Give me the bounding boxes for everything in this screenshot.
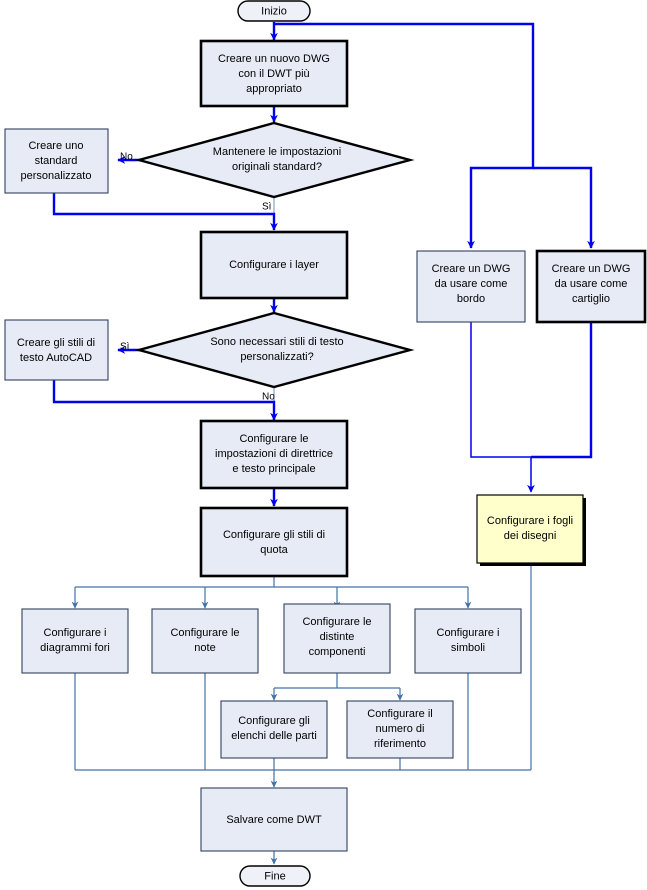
node-text-styles-decision[interactable]: Sono necessari stili di testo personaliz… bbox=[134, 311, 415, 389]
dimension-styles-label-line-2: quota bbox=[260, 544, 288, 556]
border-dwg-label-line-1: Creare un DWG bbox=[432, 263, 511, 275]
leader-settings-label-line-2: impostazioni di direttrice bbox=[215, 448, 333, 460]
notes-label-line-2: note bbox=[194, 642, 215, 654]
configure-layers-shape bbox=[199, 230, 349, 300]
keep-standard-label-line-1: Mantenere le impostazioni bbox=[213, 146, 341, 158]
text-styles-label-line-2: personalizzati? bbox=[240, 351, 313, 363]
title-block-dwg-shape bbox=[535, 249, 647, 324]
node-bom[interactable]: Configurare le distinte componenti bbox=[283, 603, 391, 674]
node-configure-layers[interactable]: Configurare i layer bbox=[199, 230, 349, 300]
save-dwt-shape bbox=[200, 787, 348, 852]
bom-label-line-2: distinte bbox=[320, 631, 355, 643]
bom-label-line-1: Configurare le bbox=[302, 616, 371, 628]
start-label: Inizio bbox=[261, 5, 287, 17]
title-block-dwg-label-line-1: Creare un DWG bbox=[552, 263, 631, 275]
node-title-block-dwg[interactable]: Creare un DWG da usare come cartiglio bbox=[535, 249, 647, 324]
autocad-text-styles-label-line-2: testo AutoCAD bbox=[20, 352, 92, 364]
balloon-label-line-2: numero di bbox=[376, 723, 425, 735]
balloon-shape bbox=[346, 700, 454, 759]
bom-shape bbox=[283, 603, 391, 674]
configure-sheets-label-line-2: dei disegni bbox=[504, 530, 557, 542]
node-custom-standard[interactable]: Creare uno standard personalizzato bbox=[4, 128, 109, 194]
custom-standard-label-line-1: Creare uno bbox=[28, 140, 83, 152]
bom-label-line-3: componenti bbox=[309, 646, 366, 658]
node-hole-charts[interactable]: Configurare i diagrammi fori bbox=[21, 608, 129, 674]
start-shape bbox=[237, 0, 311, 22]
border-dwg-label-line-3: bordo bbox=[457, 293, 485, 305]
configure-layers-label: Configurare i layer bbox=[229, 259, 319, 271]
leader-settings-shape bbox=[199, 419, 349, 490]
keep-standard-shape bbox=[134, 121, 415, 199]
notes-shape bbox=[151, 608, 259, 674]
new-dwg-label-line-1: Creare un nuovo DWG bbox=[218, 53, 330, 65]
node-parts-lists[interactable]: Configurare gli elenchi delle parti bbox=[220, 700, 328, 759]
edge-label-text-styles-yes: Sì bbox=[120, 342, 130, 353]
hole-charts-shape bbox=[21, 608, 129, 674]
keep-standard-label-line-2: originali standard? bbox=[232, 161, 322, 173]
node-dimension-styles[interactable]: Configurare gli stili di quota bbox=[199, 506, 349, 578]
node-symbols[interactable]: Configurare i simboli bbox=[414, 608, 522, 674]
custom-standard-label-line-2: standard bbox=[35, 155, 78, 167]
balloon-label-line-3: riferimento bbox=[374, 738, 426, 750]
configure-sheets-label-line-1: Configurare i fogli bbox=[487, 515, 573, 527]
border-dwg-shape bbox=[416, 250, 526, 323]
autocad-text-styles-shape bbox=[4, 319, 109, 381]
parts-lists-label-line-2: elenchi delle parti bbox=[231, 730, 317, 742]
symbols-shape bbox=[414, 608, 522, 674]
node-new-dwg[interactable]: Creare un nuovo DWG con il DWT più appro… bbox=[199, 39, 349, 108]
text-styles-shape bbox=[134, 311, 415, 389]
node-save-dwt[interactable]: Salvare come DWT bbox=[200, 787, 348, 852]
hole-charts-label-line-2: diagrammi fori bbox=[40, 642, 110, 654]
autocad-text-styles-label-line-1: Creare gli stili di bbox=[17, 337, 95, 349]
custom-standard-shape bbox=[4, 128, 109, 194]
balloon-label-line-1: Configurare il bbox=[367, 708, 432, 720]
leader-settings-label-line-3: e testo principale bbox=[232, 463, 315, 475]
dimension-styles-shape bbox=[199, 506, 349, 578]
notes-label-line-1: Configurare le bbox=[170, 627, 239, 639]
node-configure-sheets[interactable]: Configurare i fogli dei disegni bbox=[476, 494, 586, 566]
leader-settings-label-line-1: Configurare le bbox=[239, 433, 308, 445]
dimension-styles-label-line-1: Configurare gli stili di bbox=[223, 529, 325, 541]
edge-label-keep-std-yes: Sì bbox=[262, 202, 272, 213]
node-end[interactable]: Fine bbox=[239, 865, 311, 887]
title-block-dwg-label-line-2: da usare come bbox=[555, 278, 628, 290]
node-start[interactable]: Inizio bbox=[237, 0, 311, 22]
new-dwg-label-line-2: con il DWT più bbox=[238, 68, 309, 80]
node-keep-standard-decision[interactable]: Mantenere le impostazioni originali stan… bbox=[134, 121, 415, 199]
border-dwg-label-line-2: da usare come bbox=[435, 278, 508, 290]
parts-lists-shape bbox=[220, 700, 328, 759]
symbols-label-line-1: Configurare i bbox=[437, 627, 500, 639]
edge-custom-std-to-layers bbox=[52, 193, 278, 231]
edge-autocad-styles-to-leader bbox=[52, 380, 278, 421]
parts-lists-label-line-1: Configurare gli bbox=[238, 715, 310, 727]
node-autocad-text-styles[interactable]: Creare gli stili di testo AutoCAD bbox=[4, 319, 109, 381]
new-dwg-label-line-3: appropriato bbox=[246, 83, 302, 95]
edge-start-to-title-block-dwg bbox=[533, 166, 595, 249]
symbols-label-line-2: simboli bbox=[451, 642, 485, 654]
new-dwg-shape bbox=[199, 39, 349, 108]
configure-sheets-shape bbox=[476, 494, 584, 564]
node-balloon[interactable]: Configurare il numero di riferimento bbox=[346, 700, 454, 759]
hole-charts-label-line-1: Configurare i bbox=[44, 627, 107, 639]
edge-label-text-styles-no: No bbox=[262, 392, 275, 403]
edge-label-keep-std-no: No bbox=[120, 152, 133, 163]
node-leader-settings[interactable]: Configurare le impostazioni di direttric… bbox=[199, 419, 349, 490]
title-block-dwg-label-line-3: cartiglio bbox=[572, 293, 610, 305]
save-dwt-label: Salvare come DWT bbox=[226, 814, 322, 826]
end-label: Fine bbox=[264, 870, 285, 882]
edge-border-to-sheets bbox=[470, 322, 535, 493]
end-shape bbox=[239, 865, 311, 887]
custom-standard-label-line-3: personalizzato bbox=[21, 170, 92, 182]
edge-title-block-to-sheets bbox=[531, 322, 593, 459]
node-border-dwg[interactable]: Creare un DWG da usare come bordo bbox=[416, 250, 526, 323]
text-styles-label-line-1: Sono necessari stili di testo bbox=[210, 336, 343, 348]
node-notes[interactable]: Configurare le note bbox=[151, 608, 259, 674]
